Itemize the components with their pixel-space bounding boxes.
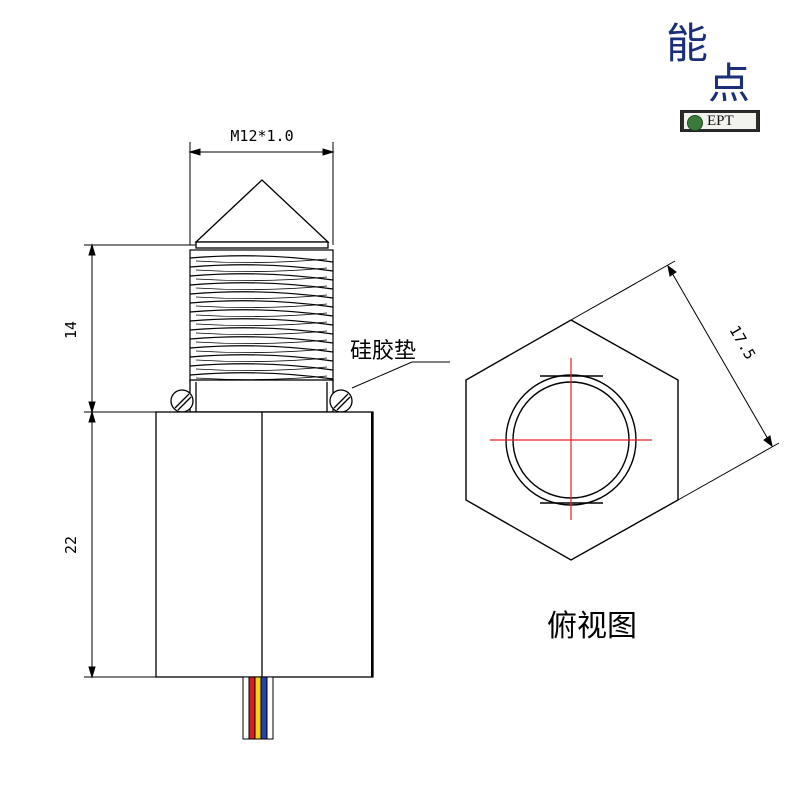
center-crosshair <box>490 358 652 520</box>
lead-wires <box>242 676 274 740</box>
thread-root <box>195 303 328 308</box>
logo-char-1: 能 <box>666 19 711 68</box>
brand-name: EPT <box>707 113 734 129</box>
logo-char-2: 点 <box>708 59 753 108</box>
thread-root <box>195 366 328 371</box>
threaded-section <box>189 249 334 383</box>
body-height-dimension <box>84 410 160 679</box>
thread-dimension <box>188 142 335 245</box>
thread-root <box>195 285 328 290</box>
thread-root <box>195 321 328 326</box>
thread-root <box>195 312 328 317</box>
thread-root <box>195 258 328 263</box>
hex-dimension <box>570 260 780 501</box>
thread-length-label: 14 <box>62 321 80 339</box>
hex-size-label: 17.5 <box>726 322 760 362</box>
thread-root <box>195 357 328 362</box>
thread-root <box>195 339 328 344</box>
thread-root <box>195 267 328 272</box>
thread-length-dimension <box>84 243 196 414</box>
thread-root <box>195 330 328 335</box>
thread-root <box>195 294 328 299</box>
silicone-gasket <box>170 379 353 413</box>
gasket-label: 硅胶垫 <box>350 339 416 364</box>
brand-logo-badge: EPT <box>680 110 760 132</box>
globe-icon <box>687 115 703 131</box>
thread-spec-label: M12*1.0 <box>230 127 293 145</box>
top-view-label: 俯视图 <box>547 609 637 644</box>
probe-cone <box>194 179 330 249</box>
thread-root <box>195 276 328 281</box>
thread-root <box>195 348 328 353</box>
body-height-label: 22 <box>62 536 80 554</box>
gasket-leader-line <box>351 361 450 389</box>
sensor-body <box>155 411 374 678</box>
